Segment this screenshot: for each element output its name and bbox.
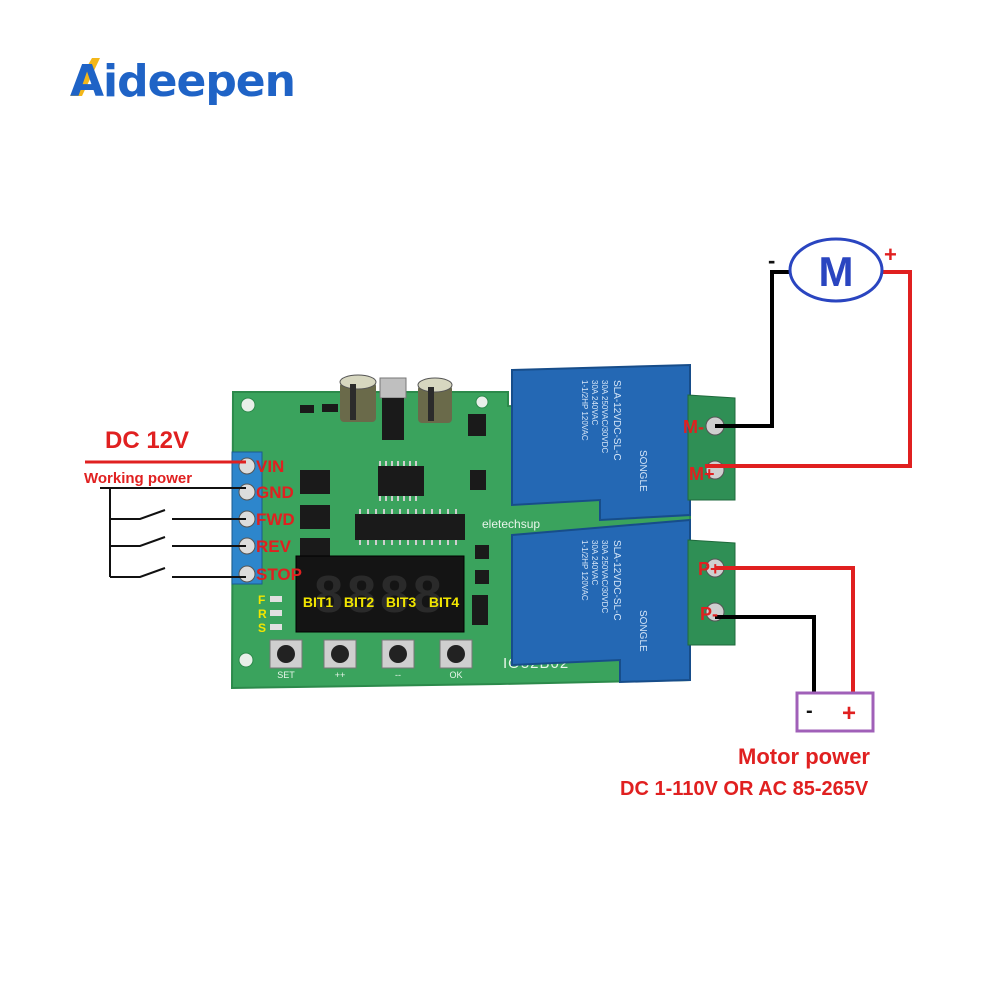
smd-component <box>468 414 486 436</box>
smd-component <box>472 595 488 625</box>
digit-label: BIT4 <box>429 594 460 610</box>
capacitor-right <box>417 377 453 423</box>
smd-component <box>300 405 314 413</box>
smd-component <box>322 404 338 412</box>
relay-rating: 30A 250VAC/30VDC <box>600 380 609 453</box>
relay-rating: 30A 240VAC <box>590 380 599 425</box>
motor-power-title: Motor power <box>738 744 870 769</box>
supply-wiring <box>715 566 855 698</box>
button-plus[interactable]: ++ <box>323 639 357 680</box>
display-digit-labels: BIT1 BIT2 BIT3 BIT4 <box>303 594 460 610</box>
logo-a-accent-icon <box>70 58 100 96</box>
digit-label: BIT2 <box>344 594 375 610</box>
motor-wiring <box>705 270 912 468</box>
transistor <box>300 470 330 494</box>
terminal-label-gnd: GND <box>256 483 294 502</box>
relay-rating: 30A 250VAC/30VDC <box>600 540 609 613</box>
digit-label: BIT1 <box>303 594 334 610</box>
relay-rating: 30A 240VAC <box>590 540 599 585</box>
ic-chip <box>378 461 424 501</box>
capacitor-left <box>339 374 377 422</box>
status-indicators: F R S <box>258 593 282 635</box>
smd-component <box>475 545 489 559</box>
button-ok[interactable]: OK <box>439 639 473 680</box>
mounting-hole <box>240 397 256 413</box>
button-label: ++ <box>335 670 346 680</box>
input-labels: DC 12V Working power VIN GND FWD REV STO… <box>84 427 302 584</box>
motor-symbol-letter: M <box>819 248 854 295</box>
relay-2: SLA-12VDC-SL-C 30A 250VAC/30VDC 30A 240V… <box>511 518 691 684</box>
motor-positive-sign: + <box>884 242 897 267</box>
terminal-label-rev: REV <box>256 537 292 556</box>
relay-part: SLA-12VDC-SL-C <box>611 540 622 621</box>
relay-1: SLA-12VDC-SL-C 30A 250VAC/30VDC 30A 240V… <box>511 363 691 522</box>
rev-switch <box>110 536 246 547</box>
dc-power-label: DC 12V <box>105 427 189 454</box>
power-terminal-block <box>687 539 736 646</box>
button-label: SET <box>277 670 295 680</box>
ic-chip <box>355 509 465 545</box>
push-buttons: SET ++ -- OK <box>269 639 473 680</box>
working-power-label: Working power <box>84 470 192 487</box>
transistor <box>300 505 330 529</box>
smd-component <box>470 470 486 490</box>
silkscreen-brand: eletechsup <box>482 517 540 531</box>
supply-positive-sign: + <box>842 700 856 727</box>
terminal-label-fwd: FWD <box>256 510 295 529</box>
fwd-switch <box>110 509 246 520</box>
relay-part: SLA-12VDC-SL-C <box>611 380 622 461</box>
pcb-board: 8888 BIT1 BIT2 BIT3 BIT4 F R S SET <box>230 363 736 690</box>
relay-rating: 1-1/2HP 120VAC <box>580 540 589 601</box>
mounting-hole <box>475 395 489 409</box>
seven-segment-display: 8888 <box>295 555 465 633</box>
terminal-label-stop: STOP <box>256 565 302 584</box>
terminal-label-p-plus: P+ <box>698 559 721 579</box>
motor-negative-sign: - <box>768 248 775 273</box>
motor-symbol: M - + <box>768 237 897 303</box>
terminal-label-p-minus: P- <box>700 604 718 624</box>
terminal-label-m-plus: M+ <box>689 464 715 484</box>
button-minus[interactable]: -- <box>381 639 415 680</box>
brand-logo: Aideepen <box>70 56 296 107</box>
relay-rating: 1-1/2HP 120VAC <box>580 380 589 441</box>
relay-maker: SONGLE <box>637 450 648 492</box>
voltage-regulator <box>379 377 407 440</box>
motor-power-source: - + <box>795 691 875 733</box>
terminal-label-m-minus: M- <box>683 417 704 437</box>
digit-label: BIT3 <box>386 594 417 610</box>
stop-switch <box>110 567 246 578</box>
display-digits: 8888 <box>314 566 446 624</box>
transistor <box>300 538 330 556</box>
mounting-hole <box>238 652 254 668</box>
indicator-label: R <box>258 607 267 621</box>
motor-power-range: DC 1-110V OR AC 85-265V <box>620 778 869 800</box>
input-wiring <box>85 460 246 578</box>
motor-terminal-block <box>687 394 736 501</box>
indicator-label: S <box>258 621 266 635</box>
indicator-label: F <box>258 593 265 607</box>
button-label: -- <box>395 670 401 680</box>
button-set[interactable]: SET <box>269 639 303 680</box>
terminal-label-vin: VIN <box>256 457 284 476</box>
button-label: OK <box>449 670 462 680</box>
brand-logo-text: Aideepen <box>70 56 295 107</box>
smd-component <box>475 570 489 584</box>
relay-maker: SONGLE <box>637 610 648 652</box>
supply-negative-sign: - <box>806 700 813 722</box>
